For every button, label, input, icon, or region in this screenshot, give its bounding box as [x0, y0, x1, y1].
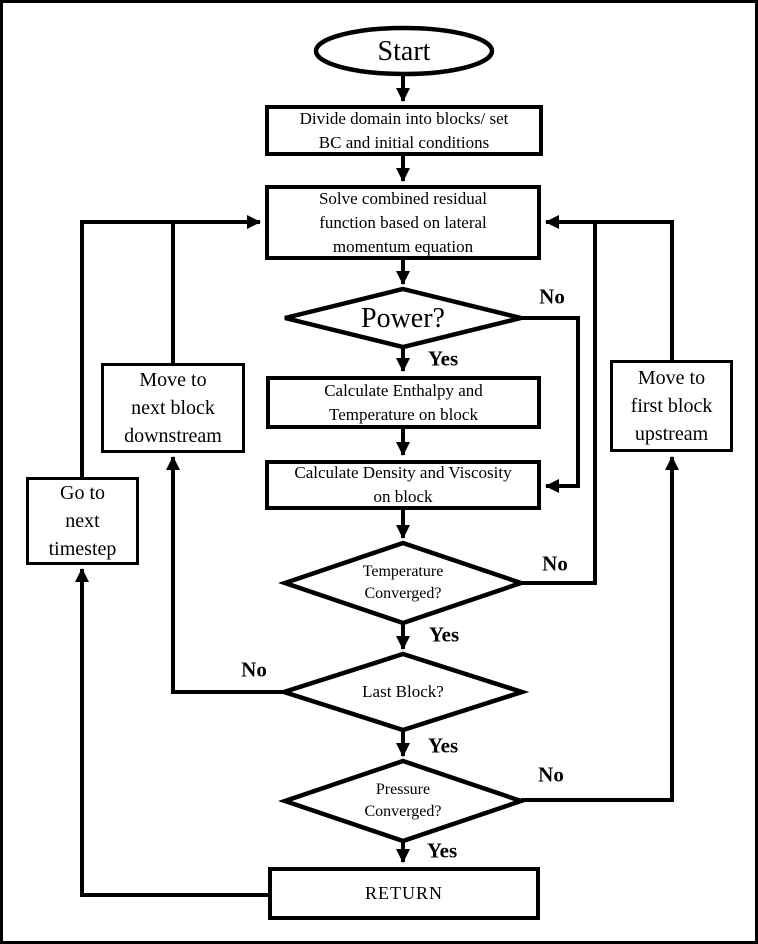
divide-domain-line2: BC and initial conditions	[318, 132, 490, 152]
edge-pressure-no	[521, 456, 679, 802]
power-diamond-shape	[284, 286, 522, 350]
solve-residual-line1: Solve combined residual	[318, 188, 488, 208]
move-downstream-line3: downstream	[124, 425, 222, 447]
move-upstream-line1: Move to	[637, 367, 706, 389]
calculate-enthalpy-box: Calculate Enthalpy and Temperature on bl…	[266, 376, 541, 429]
power-diamond-label: Power?	[361, 303, 445, 334]
pressure-converged-line1: Pressure	[375, 781, 431, 798]
calculate-density-line2: on block	[373, 487, 433, 506]
last-block-diamond-shape	[276, 651, 530, 733]
calculate-enthalpy-line1: Calculate Enthalpy and	[324, 380, 483, 400]
start-terminator-label: Start	[377, 36, 431, 67]
calculate-density-box: Calculate Density and Viscosity on block	[265, 460, 541, 510]
edge-return-to-timestep	[75, 568, 268, 897]
solve-residual-line2: function based on lateral	[319, 212, 487, 232]
move-downstream-line2: next block	[131, 397, 215, 419]
move-upstream-line3: upstream	[634, 423, 709, 445]
divide-domain-box: Divide domain into blocks/ set BC and in…	[265, 105, 543, 156]
calculate-density-line1: Calculate Density and Viscosity	[294, 463, 512, 482]
next-timestep-line3: timestep	[48, 538, 117, 560]
calculate-enthalpy-line2: Temperature on block	[329, 404, 478, 424]
power-yes-label: Yes	[427, 346, 459, 371]
temperature-converged-diamond-label: Temperature Converged?	[363, 561, 444, 605]
pressure-converged-line2: Converged?	[364, 803, 442, 820]
move-upstream-line2: first block	[630, 395, 713, 417]
divide-domain-line1: Divide domain into blocks/ set	[299, 108, 509, 128]
last-block-no-label: No	[241, 657, 267, 682]
temperature-converged-line1: Temperature	[362, 563, 444, 580]
temperature-yes-label: Yes	[428, 622, 460, 647]
return-box: RETURN	[268, 867, 540, 920]
temperature-converged-diamond-shape	[277, 540, 529, 626]
return-label: RETURN	[365, 883, 443, 903]
edge-power-no	[521, 316, 580, 493]
edge-left-trunk-to-solve	[80, 215, 261, 477]
edge-right-trunk-to-solve	[545, 215, 674, 360]
next-timestep-line1: Go to	[60, 482, 105, 504]
power-no-label: No	[539, 284, 565, 309]
move-downstream-box: Move to next block downstream	[101, 363, 245, 453]
edge-temp-no	[521, 222, 597, 585]
solve-residual-line3: momentum equation	[332, 236, 474, 256]
pressure-no-label: No	[538, 762, 564, 787]
solve-residual-box: Solve combined residual function based o…	[265, 185, 541, 260]
move-upstream-box: Move to first block upstream	[610, 360, 733, 452]
temperature-no-label: No	[542, 551, 568, 576]
next-timestep-box: Go to next timestep	[26, 477, 139, 565]
last-block-diamond-label: Last Block?	[362, 682, 444, 701]
temperature-converged-line2: Converged?	[364, 585, 442, 602]
pressure-yes-label: Yes	[426, 838, 458, 863]
pressure-converged-diamond-label: Pressure Converged?	[364, 779, 441, 823]
flowchart-graphics	[75, 25, 679, 897]
edge-last-no	[166, 456, 286, 694]
last-block-yes-label: Yes	[427, 733, 459, 758]
next-timestep-line2: next	[65, 510, 100, 532]
start-terminator-shape	[313, 25, 495, 77]
move-downstream-line1: Move to	[139, 369, 207, 391]
pressure-converged-diamond-shape	[277, 758, 529, 844]
